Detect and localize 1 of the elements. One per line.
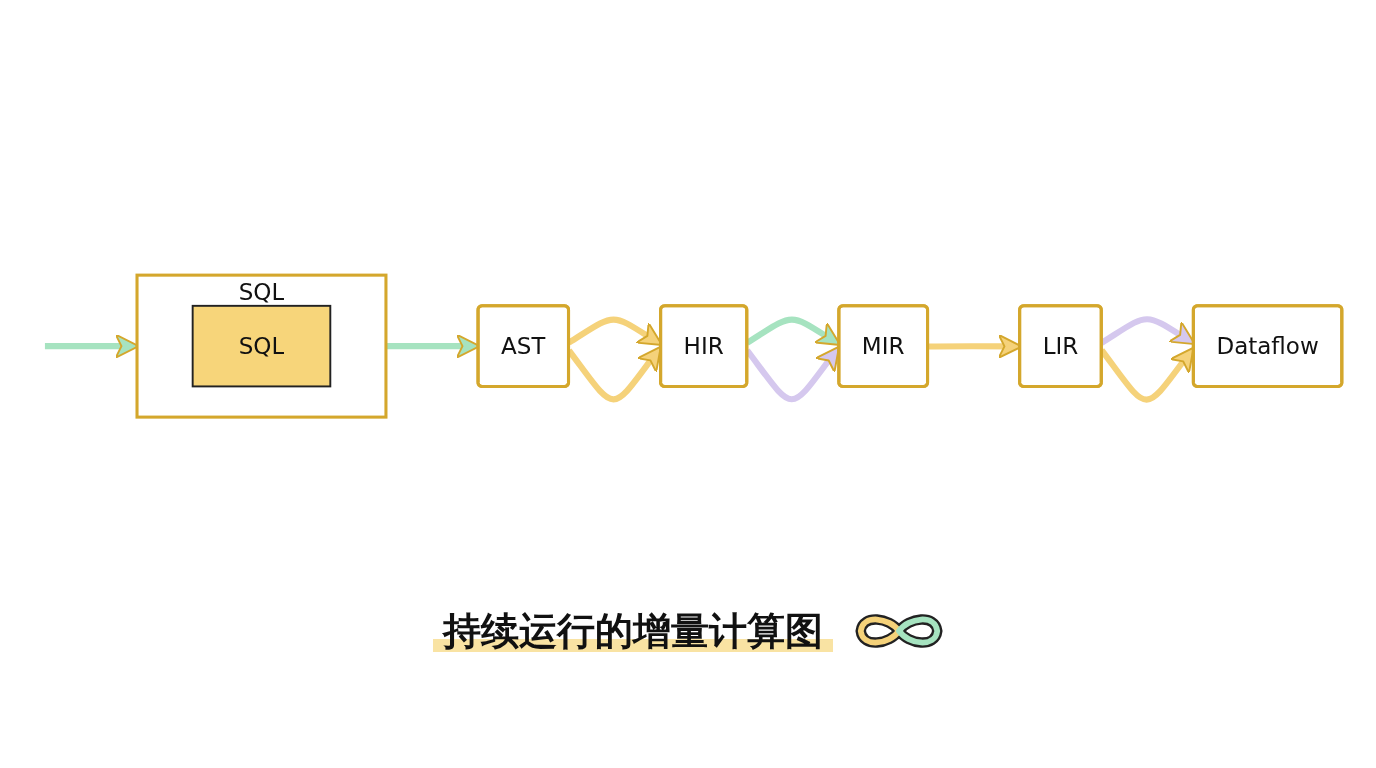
- node-box: SQL: [191, 305, 332, 388]
